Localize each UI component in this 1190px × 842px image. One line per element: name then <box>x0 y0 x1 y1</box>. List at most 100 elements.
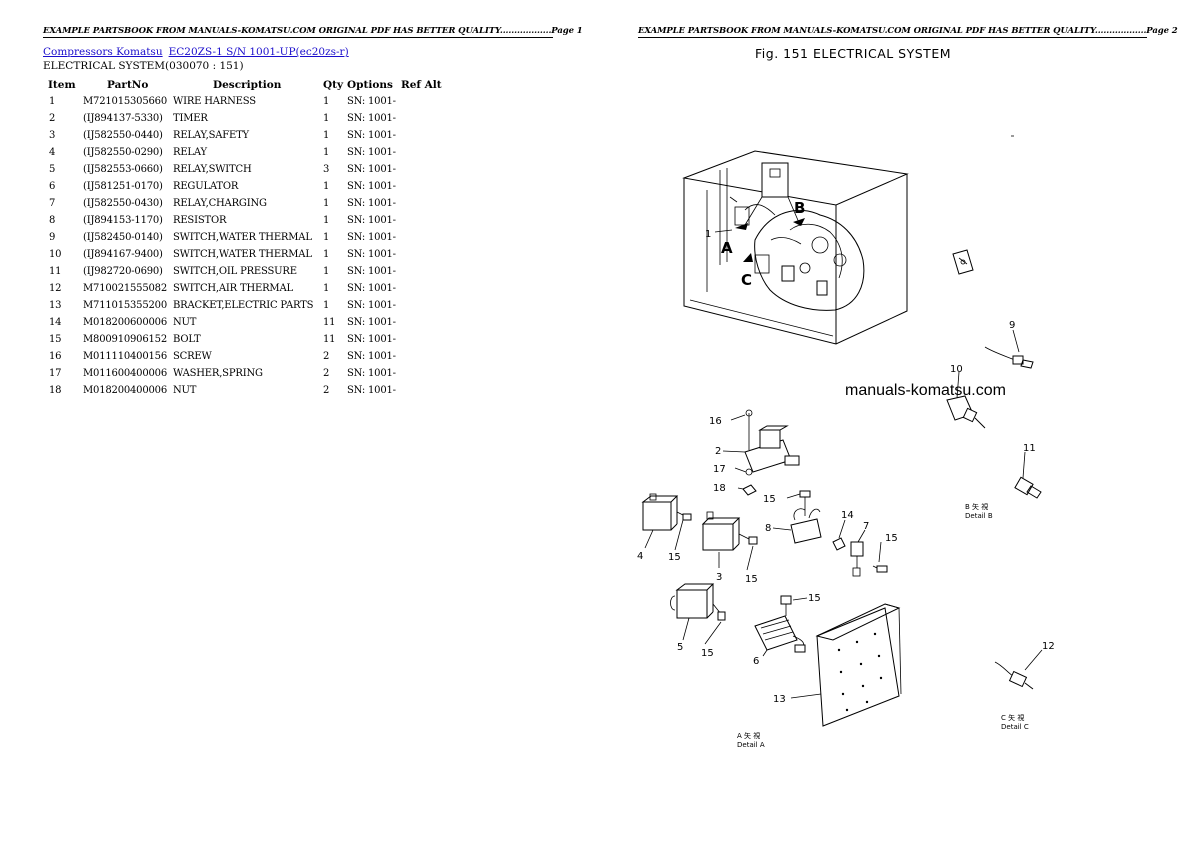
cell-qty: 1 <box>323 283 330 294</box>
callout-18: 18 <box>713 483 726 494</box>
cell-options: SN: 1001- <box>347 385 396 396</box>
cell-description: REGULATOR <box>173 181 239 192</box>
cell-refalt <box>401 314 451 331</box>
cell-item: 16 <box>49 351 62 362</box>
diagram-page: EXAMPLE PARTSBOOK FROM MANUALS-KOMATSU.C… <box>595 0 1190 842</box>
cell-refalt <box>401 161 451 178</box>
cell-refalt <box>401 365 451 382</box>
cell-partno: (IJ894167-9400) <box>83 249 163 260</box>
cell-description: RESISTOR <box>173 215 227 226</box>
cell-refalt <box>401 229 451 246</box>
bracket-plate-13-drawing: 13 A 矢 視 Detail A <box>737 603 902 749</box>
cell-refalt <box>401 280 451 297</box>
cell-description: WASHER,SPRING <box>173 368 263 379</box>
cell-qty: 11 <box>323 317 336 328</box>
cell-description: RELAY <box>173 147 207 158</box>
cell-qty: 1 <box>323 113 330 124</box>
callout-15-f: 15 <box>808 593 821 604</box>
cell-description: SWITCH,AIR THERMAL <box>173 283 293 294</box>
cell-options: SN: 1001- <box>347 198 396 209</box>
section-title: ELECTRICAL SYSTEM(030070 : 151) <box>43 60 244 72</box>
cell-item: 4 <box>49 147 56 158</box>
cell-qty: 1 <box>323 300 330 311</box>
cell-options: SN: 1001- <box>347 232 396 243</box>
cell-refalt <box>401 195 451 212</box>
breadcrumb-link-compressors[interactable]: Compressors Komatsu <box>43 46 163 58</box>
cell-options: SN: 1001- <box>347 283 396 294</box>
resistor-8-drawing: 8 15 <box>763 490 822 544</box>
cell-partno: (IJ582550-0440) <box>83 130 163 141</box>
callout-10: 10 <box>950 364 963 375</box>
cell-options: SN: 1001- <box>347 181 396 192</box>
cell-refalt <box>401 297 451 314</box>
cell-qty: 1 <box>323 266 330 277</box>
watermark-text: manuals-komatsu.com <box>845 382 1006 399</box>
page-header: EXAMPLE PARTSBOOK FROM MANUALS-KOMATSU.C… <box>638 26 1178 38</box>
cell-description: RELAY,CHARGING <box>173 198 267 209</box>
parts-list-page: EXAMPLE PARTSBOOK FROM MANUALS-KOMATSU.C… <box>43 26 583 399</box>
cell-refalt <box>401 178 451 195</box>
water-thermal-switch-9-drawing: 9 <box>984 320 1034 369</box>
cell-partno: (IJ582550-0290) <box>83 147 163 158</box>
cell-options: SN: 1001- <box>347 164 396 175</box>
cell-refalt <box>401 127 451 144</box>
cell-partno: M800910906152 <box>83 334 167 345</box>
detail-a-label: Detail A <box>737 741 765 749</box>
cell-qty: 1 <box>323 249 330 260</box>
callout-15-e: 15 <box>701 648 714 659</box>
cell-description: BOLT <box>173 334 201 345</box>
cell-options: SN: 1001- <box>347 215 396 226</box>
cell-item: 18 <box>49 385 62 396</box>
callout-4: 4 <box>637 551 643 562</box>
cell-qty: 2 <box>323 368 330 379</box>
callout-9: 9 <box>1009 320 1015 331</box>
cell-options: SN: 1001- <box>347 266 396 277</box>
callout-15-a: 15 <box>763 494 776 505</box>
cell-options: SN: 1001- <box>347 317 396 328</box>
cell-partno: M018200600006 <box>83 317 167 328</box>
callout-12: 12 <box>1042 641 1055 652</box>
cell-qty: 1 <box>323 198 330 209</box>
cell-options: SN: 1001- <box>347 147 396 158</box>
column-header-refalt: Ref Alt <box>401 78 442 91</box>
cell-options: SN: 1001- <box>347 249 396 260</box>
breadcrumb-link-model[interactable]: EC20ZS-1 S/N 1001-UP(ec20zs-r) <box>168 46 349 58</box>
charging-relay-7-drawing: 14 7 15 <box>832 510 898 577</box>
detail-c-caption: C 矢 視 <box>1001 713 1024 722</box>
cell-description: NUT <box>173 317 197 328</box>
cell-refalt <box>401 93 451 110</box>
oil-pressure-switch-11-drawing: 11 B 矢 視 Detail B <box>965 443 1042 520</box>
cell-description: BRACKET,ELECTRIC PARTS <box>173 300 314 311</box>
cell-refalt <box>401 348 451 365</box>
cell-partno: M018200400006 <box>83 385 167 396</box>
cell-description: SWITCH,WATER THERMAL <box>173 232 312 243</box>
cell-description: NUT <box>173 385 197 396</box>
cell-partno: M011110400156 <box>83 351 167 362</box>
callout-8: 8 <box>765 523 771 534</box>
callout-A: A <box>721 239 733 257</box>
callout-5: 5 <box>677 642 683 653</box>
parts-table: Item PartNo Description Qty Options Ref … <box>44 76 451 399</box>
cell-description: SWITCH,OIL PRESSURE <box>173 266 297 277</box>
cell-item: 12 <box>49 283 62 294</box>
cell-partno: (IJ894137-5330) <box>83 113 163 124</box>
cell-partno: (IJ982720-0690) <box>83 266 163 277</box>
regulator-6-drawing: 6 15 <box>753 593 821 667</box>
cell-refalt <box>401 144 451 161</box>
callout-3: 3 <box>716 572 722 583</box>
column-header-description: Description <box>213 78 282 91</box>
water-thermal-switch-10-drawing: 10 <box>946 364 986 429</box>
detail-bracket-drawing <box>952 135 1014 275</box>
cell-description: SWITCH,WATER THERMAL <box>173 249 312 260</box>
cell-item: 17 <box>49 368 62 379</box>
